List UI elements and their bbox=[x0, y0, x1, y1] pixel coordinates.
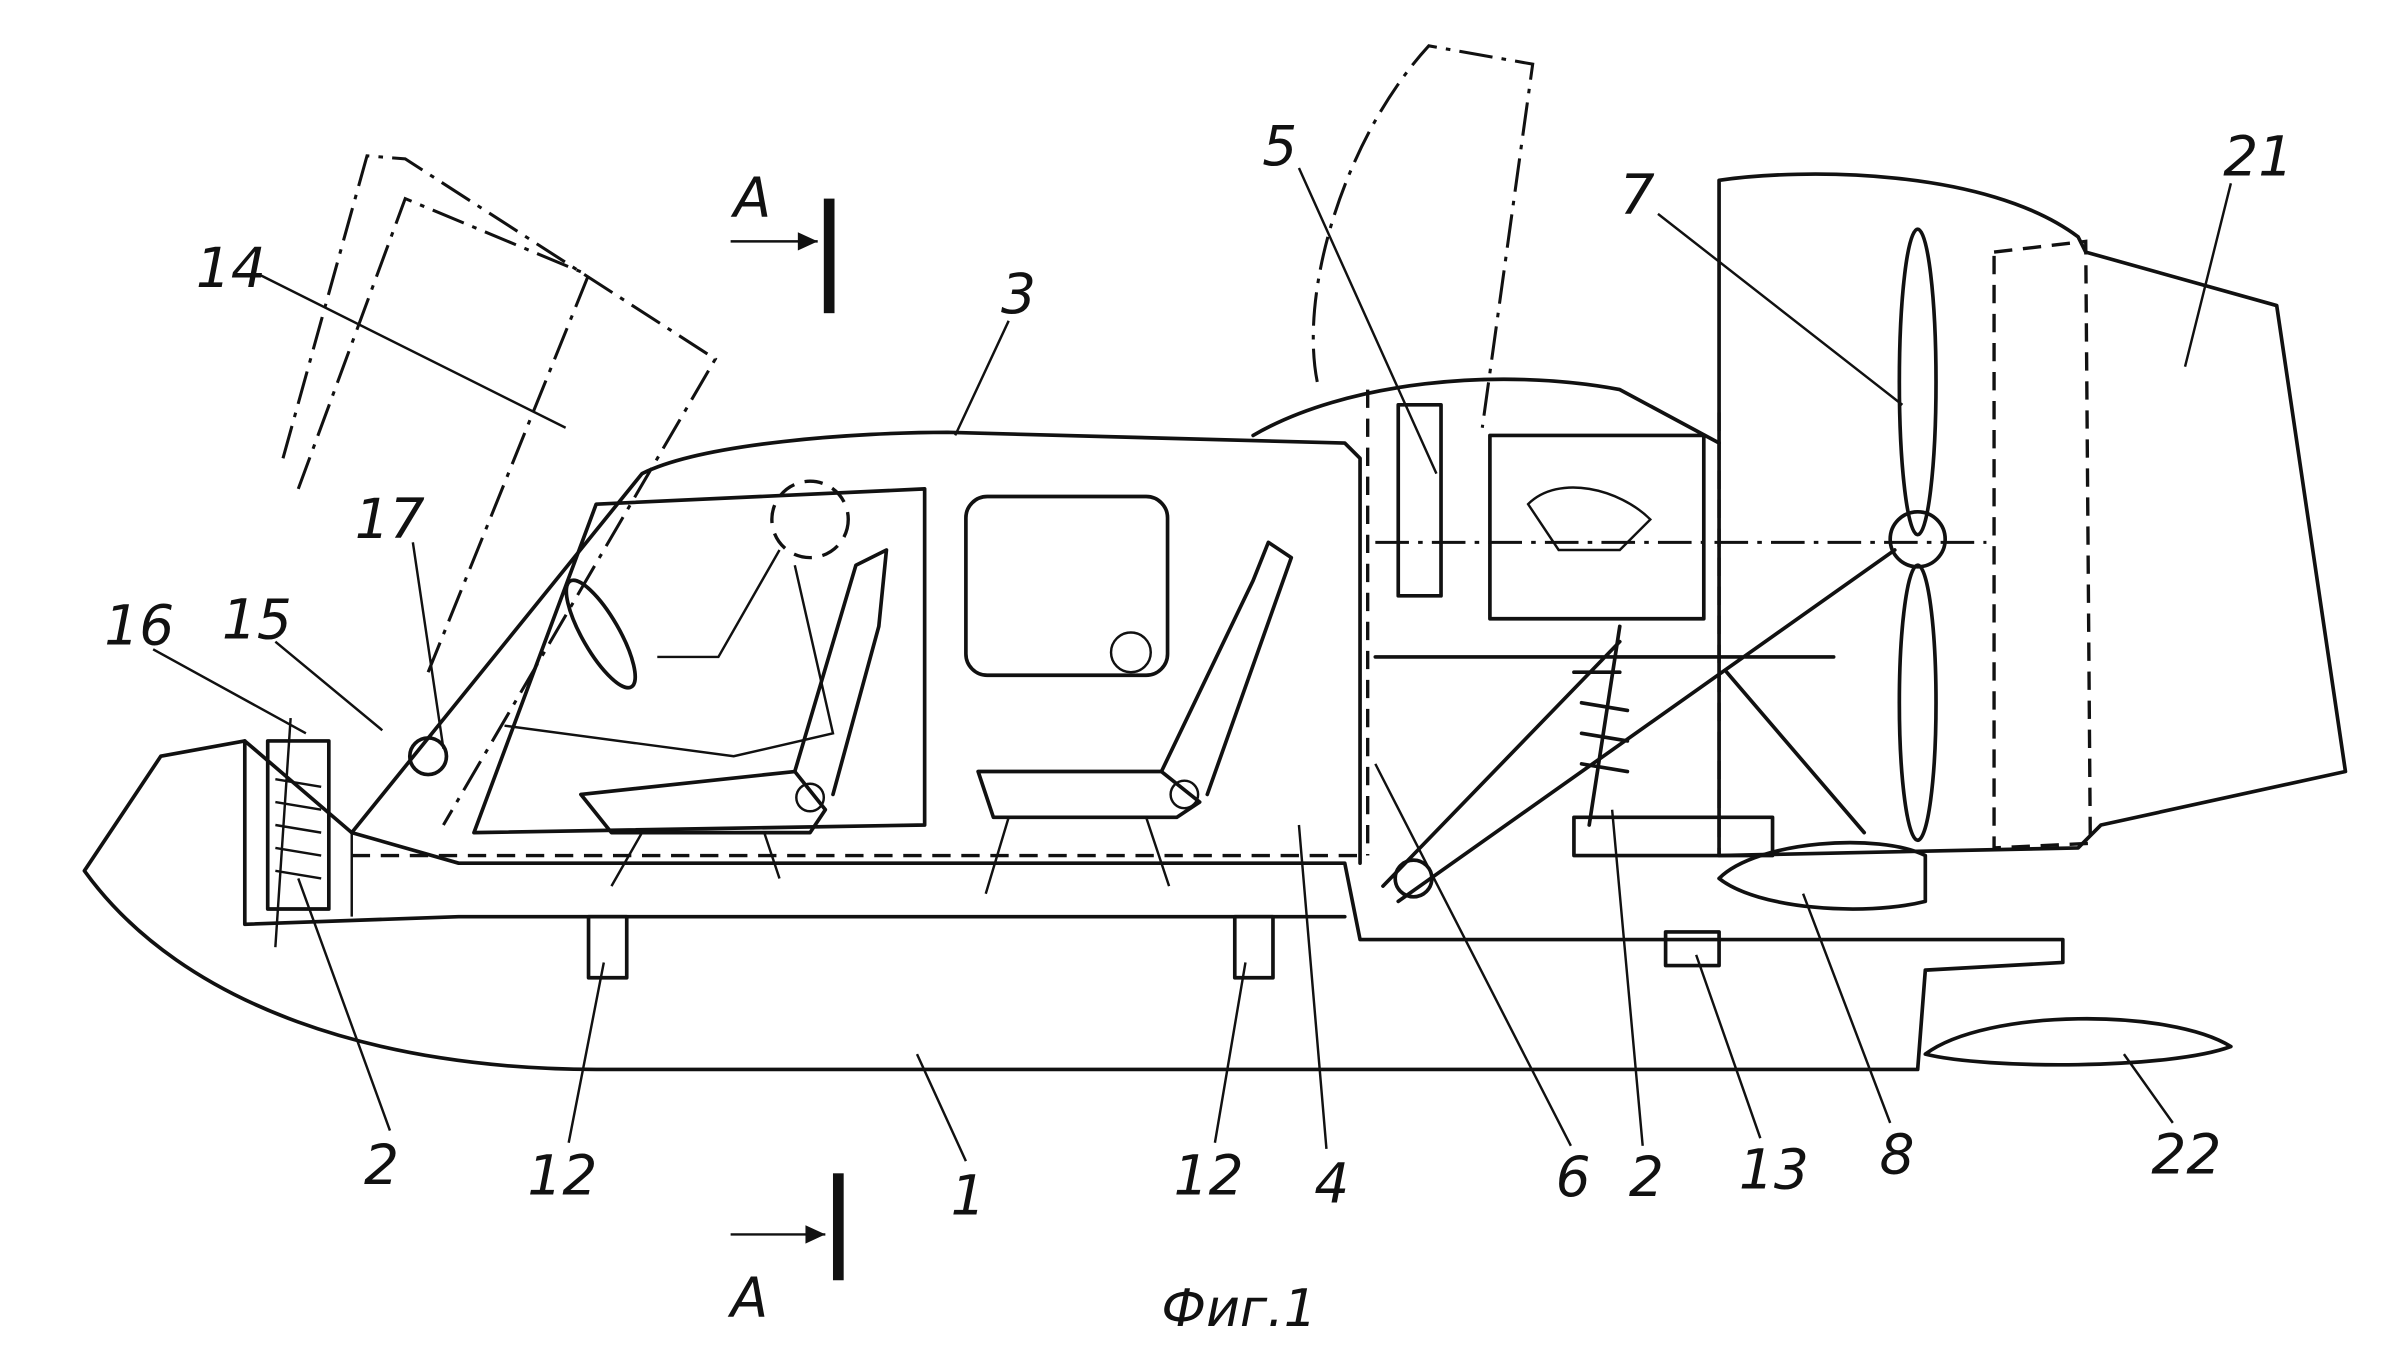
propeller-duct bbox=[1375, 172, 2348, 858]
cabin bbox=[349, 430, 1362, 866]
leader-lines bbox=[152, 167, 2233, 1162]
label-15: 15 bbox=[222, 588, 292, 652]
svg-text:A: A bbox=[728, 1266, 769, 1330]
label-12-rear: 12 bbox=[1174, 1144, 1244, 1208]
label-14: 14 bbox=[196, 236, 266, 300]
front-suspension bbox=[265, 717, 449, 948]
section-marker-top: A bbox=[730, 166, 835, 314]
label-6: 6 bbox=[1556, 1145, 1591, 1209]
figure-caption: Фиг.1 bbox=[1161, 1279, 1316, 1339]
svg-text:A: A bbox=[731, 166, 772, 230]
label-12-front: 12 bbox=[527, 1144, 597, 1208]
engine bbox=[1251, 377, 1897, 904]
label-4: 4 bbox=[1314, 1151, 1349, 1215]
label-8: 8 bbox=[1879, 1122, 1914, 1186]
label-21: 21 bbox=[2223, 125, 2293, 189]
section-marker-bottom: A bbox=[728, 1173, 844, 1330]
engine-cover bbox=[1311, 44, 1535, 428]
label-5: 5 bbox=[1262, 114, 1297, 178]
part-labels: 14 17 16 15 2 12 1 12 4 6 2 13 8 22 3 5 … bbox=[104, 114, 2293, 1228]
label-7: 7 bbox=[1620, 163, 1655, 227]
hull bbox=[82, 739, 2065, 1072]
label-22: 22 bbox=[2151, 1122, 2221, 1186]
seats bbox=[579, 540, 1294, 895]
label-16: 16 bbox=[104, 594, 174, 658]
label-3: 3 bbox=[1001, 262, 1036, 326]
hood-door bbox=[281, 154, 718, 826]
label-1: 1 bbox=[951, 1164, 986, 1228]
label-2-front: 2 bbox=[364, 1133, 399, 1197]
skis bbox=[586, 840, 2233, 1067]
label-13: 13 bbox=[1739, 1138, 1809, 1202]
driver-figure bbox=[504, 479, 850, 758]
label-2-rear: 2 bbox=[1629, 1145, 1664, 1209]
label-17: 17 bbox=[355, 487, 425, 551]
